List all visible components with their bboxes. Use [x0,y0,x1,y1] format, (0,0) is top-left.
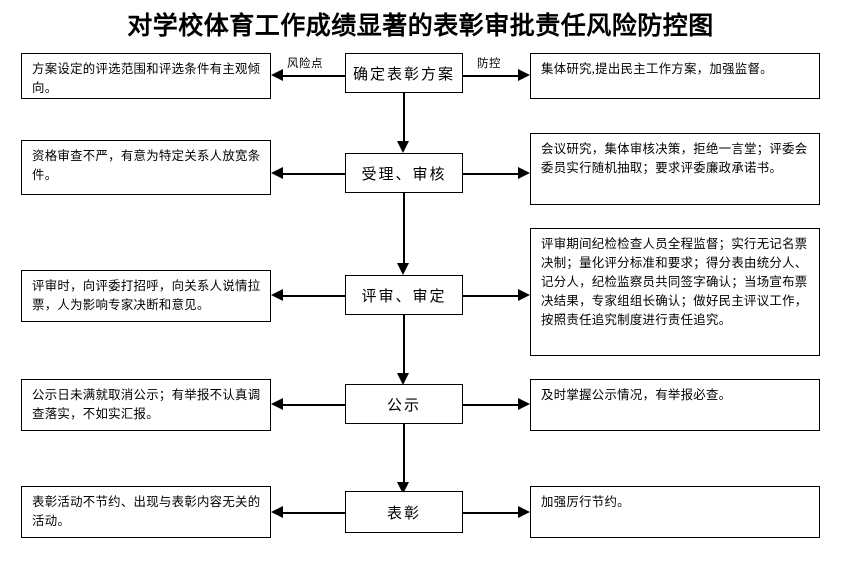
risk-box-4: 公示日未满就取消公示；有举报不认真调查落实，不如实汇报。 [21,379,271,431]
connector-stage-2-3 [403,193,405,263]
arrowhead-risk-4 [271,397,283,410]
connector-risk-3 [283,295,345,297]
control-box-5: 加强厉行节约。 [530,486,820,538]
connector-control-1 [463,75,518,77]
connector-control-3 [463,295,518,297]
risk-box-5: 表彰活动不节约、出现与表彰内容无关的活动。 [21,486,271,538]
arrowhead-control-2 [518,166,530,179]
arrowhead-control-5 [518,505,530,518]
arrowhead-stage-1-2 [397,141,409,153]
risk-box-3: 评审时，向评委打招呼，向关系人说情拉票，人为影响专家决断和意见。 [21,270,271,322]
arrowhead-stage-3-4 [397,373,409,385]
stage-box-5: 表彰 [345,491,463,533]
connector-stage-3-4 [403,315,405,373]
stage-box-3: 评审、审定 [345,275,463,315]
arrowhead-risk-3 [271,288,283,301]
control-box-3: 评审期间纪检检查人员全程监督；实行无记名票决制；量化评分标准和要求；得分表由统分… [530,228,820,356]
arrowhead-control-3 [518,288,530,301]
arrowhead-control-4 [518,397,530,410]
control-box-1: 集体研究,提出民主工作方案，加强监督。 [530,53,820,99]
connector-risk-5 [283,512,345,514]
connector-control-2 [463,173,518,175]
connector-stage-4-5 [403,424,405,482]
arrowhead-control-1 [518,68,530,81]
edge-label-risk-1: 风险点 [287,58,323,70]
arrowhead-risk-1 [271,68,283,81]
arrowhead-risk-5 [271,505,283,518]
edge-label-control-1: 防控 [477,58,501,70]
connector-control-5 [463,512,518,514]
connector-risk-2 [283,173,345,175]
control-box-2: 会议研究，集体审核决策，拒绝一言堂；评委会委员实行随机抽取；要求评委廉政承诺书。 [530,133,820,205]
arrowhead-risk-2 [271,166,283,179]
risk-box-1: 方案设定的评选范围和评选条件有主观倾向。 [21,53,271,99]
stage-box-2: 受理、审核 [345,153,463,193]
connector-control-4 [463,404,518,406]
page-title: 对学校体育工作成绩显著的表彰审批责任风险防控图 [127,12,714,40]
risk-box-2: 资格审查不严，有意为特定关系人放宽条件。 [21,140,271,195]
connector-risk-4 [283,404,345,406]
stage-box-1: 确定表彰方案 [345,53,463,93]
connector-stage-1-2 [403,93,405,141]
control-box-4: 及时掌握公示情况，有举报必查。 [530,379,820,431]
connector-risk-1 [283,75,345,77]
arrowhead-stage-2-3 [397,263,409,275]
stage-box-4: 公示 [345,384,463,424]
